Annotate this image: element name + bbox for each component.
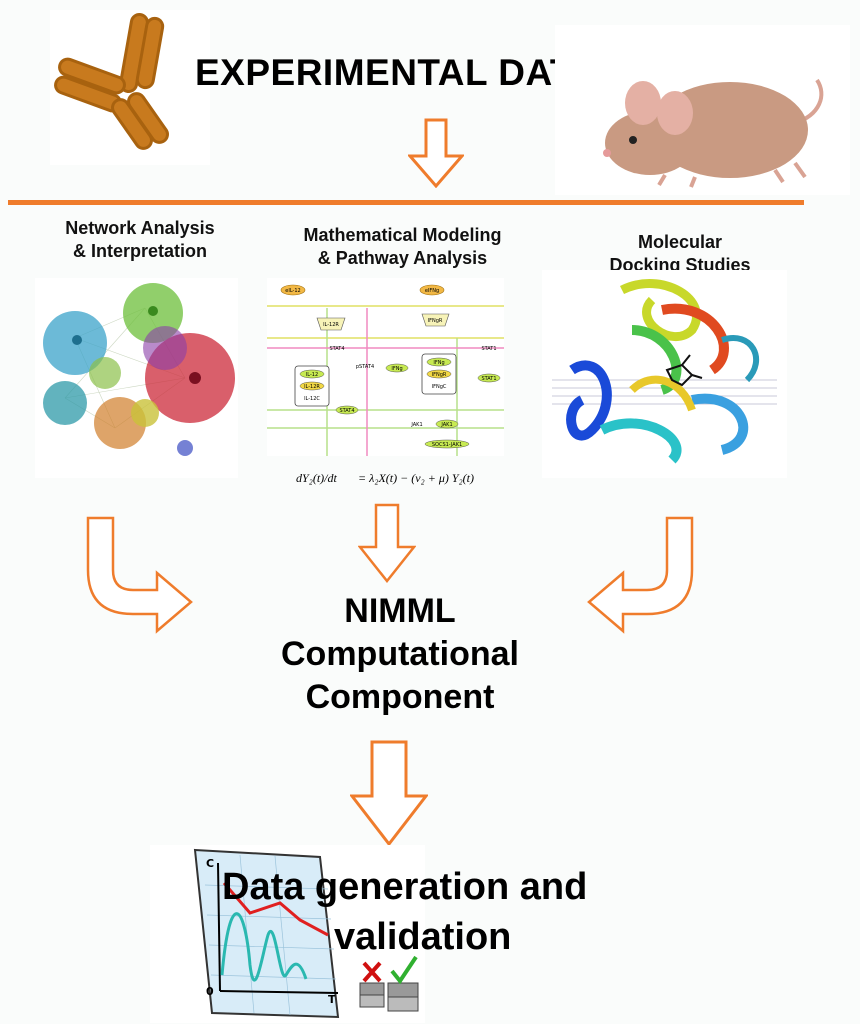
equation: dY₂(t)/dt = λ₂X(t) − (ν₂ + μ) Y₂(t) xyxy=(296,471,474,485)
pathway-diagram-image: eIL-12 IL-12R IL-12 IL-12R IL-12C STAT4 … xyxy=(267,278,504,456)
pathway-node: IL-12 xyxy=(306,372,318,378)
pathway-node: IFNgR xyxy=(432,372,447,378)
arrow-down-icon xyxy=(358,503,416,583)
arrow-down-icon xyxy=(408,118,464,188)
pathway-node: IFNgR xyxy=(428,318,443,324)
pathway-node: IFNg xyxy=(433,360,444,366)
graph-paper-icon: C 0 T xyxy=(150,845,425,1023)
network-graph-image xyxy=(35,278,238,478)
pathway-node: pSTAT4 xyxy=(356,364,374,370)
pathway-node: eIL-12 xyxy=(285,288,300,294)
math-modeling-heading: Mathematical Modeling & Pathway Analysis xyxy=(303,225,502,268)
pathway-node: JAK1 xyxy=(410,422,422,428)
mouse-image xyxy=(555,25,850,195)
graph-y-label: C xyxy=(206,857,214,870)
curved-arrow-left-icon xyxy=(587,516,694,634)
data-generation-title: Data generation and validation xyxy=(222,866,588,958)
equation-lhs: dY₂(t)/dt xyxy=(296,471,338,485)
pathway-node: STAT4 xyxy=(329,346,344,352)
pathway-node: IFNgC xyxy=(432,384,447,390)
equation-rhs: = λ₂X(t) − (ν₂ + μ) Y₂(t) xyxy=(358,471,474,485)
arrow-down-icon xyxy=(350,740,428,846)
curved-arrow-right-icon xyxy=(86,516,193,634)
pathway-node: IL-12R xyxy=(304,384,320,390)
protein-structure-image xyxy=(542,270,787,478)
pathway-node: STAT4 xyxy=(339,408,354,414)
pathway-node: JAK1 xyxy=(440,422,452,428)
pathway-node: IFNg xyxy=(391,366,402,372)
pathway-node: IL-12C xyxy=(304,396,320,402)
pathway-node: STAT1 xyxy=(481,346,496,352)
graph-origin-label: 0 xyxy=(206,985,214,998)
pathway-node: eIFNg xyxy=(425,288,439,294)
antibody-icon xyxy=(50,10,210,165)
divider-line xyxy=(8,200,804,205)
pathway-node: IL-12R xyxy=(323,322,339,328)
validation-checkboxes-icon xyxy=(359,955,419,1012)
pathway-node: STAT1 xyxy=(481,376,496,382)
pathway-node: SOCS1-JAK1 xyxy=(432,442,462,448)
page-title: EXPERIMENTAL DATA xyxy=(195,52,598,93)
network-analysis-heading: Network Analysis & Interpretation xyxy=(65,218,215,261)
graph-x-label: T xyxy=(328,993,336,1006)
nimml-component-title: NIMML Computational Component xyxy=(281,592,519,716)
